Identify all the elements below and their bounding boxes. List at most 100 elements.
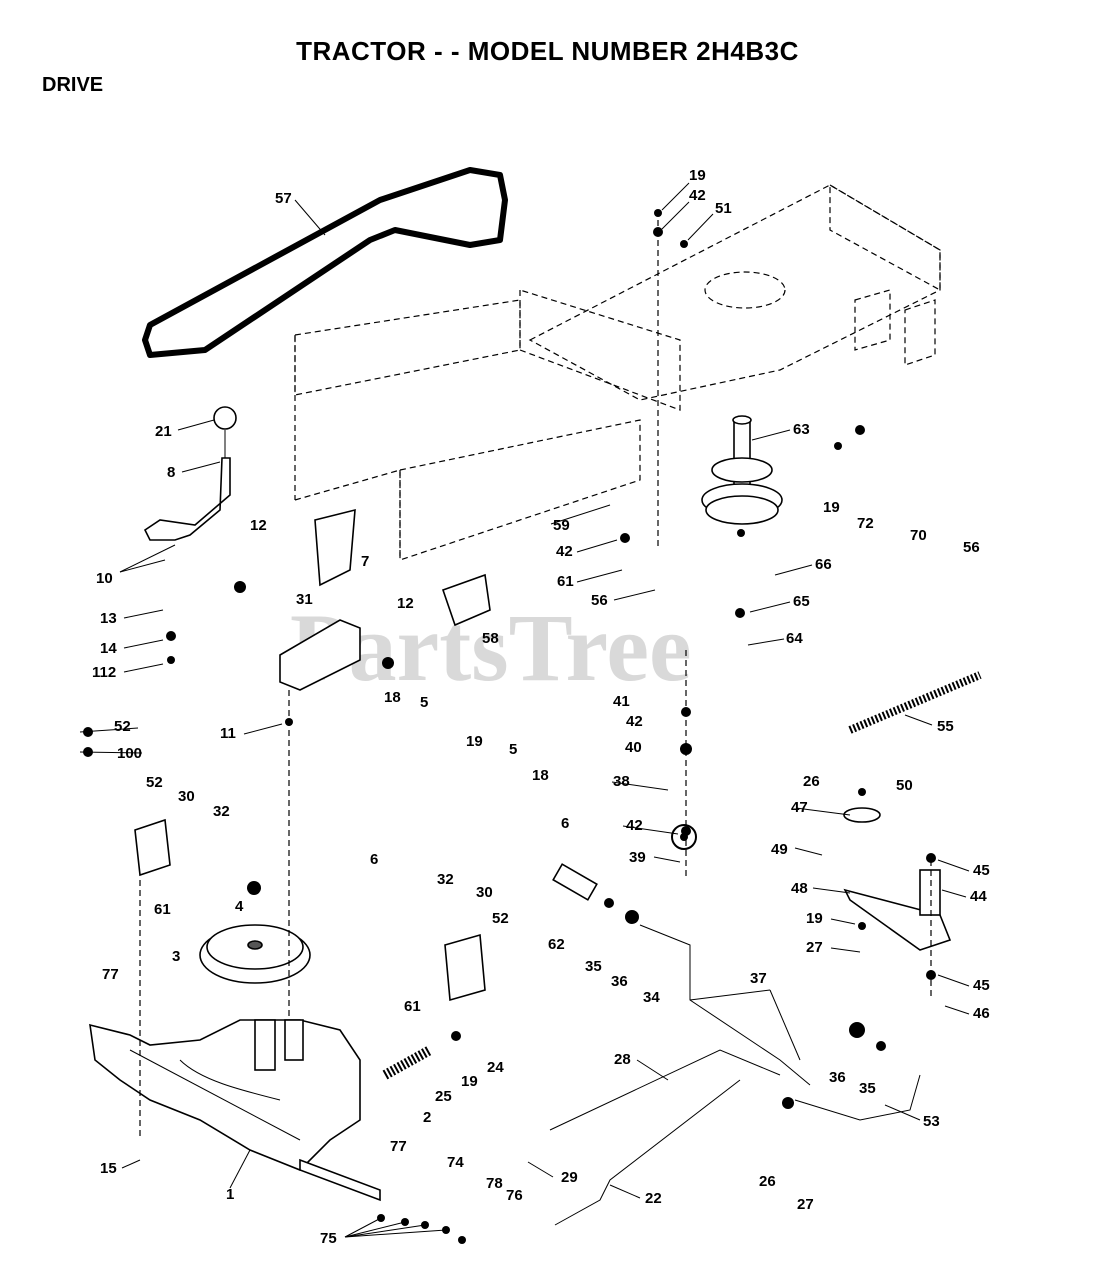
callout-72: 72: [857, 515, 874, 532]
callout-11: 11: [220, 725, 236, 742]
transmission-pulley: [199, 924, 311, 984]
callout-6: 6: [561, 815, 569, 832]
callout-41: 41: [613, 693, 630, 710]
callout-64: 64: [786, 630, 803, 647]
linkage-rods: [549, 863, 921, 1226]
callout-30: 30: [476, 884, 493, 901]
callout-42: 42: [689, 187, 706, 204]
transaxle: [89, 1019, 381, 1202]
callout-35: 35: [585, 958, 602, 975]
callout-7: 7: [361, 553, 369, 570]
callout-19: 19: [823, 499, 840, 516]
callout-78: 78: [486, 1175, 503, 1192]
callout-62: 62: [548, 936, 565, 953]
callout-19: 19: [689, 167, 706, 184]
section-label: DRIVE: [42, 74, 104, 96]
callout-24: 24: [487, 1059, 504, 1076]
callout-58: 58: [482, 630, 499, 647]
centerlines: [139, 210, 932, 1140]
callout-31: 31: [296, 591, 313, 608]
callout-42: 42: [626, 817, 643, 834]
callout-66: 66: [815, 556, 832, 573]
callout-29: 29: [561, 1169, 578, 1186]
callout-61: 61: [404, 998, 421, 1015]
callout-50: 50: [896, 777, 913, 794]
callout-57: 57: [275, 190, 292, 207]
callout-74: 74: [447, 1154, 464, 1171]
callout-27: 27: [797, 1196, 814, 1213]
callout-39: 39: [629, 849, 646, 866]
callout-19: 19: [466, 733, 483, 750]
callout-56: 56: [963, 539, 980, 556]
callout-32: 32: [213, 803, 230, 820]
callout-61: 61: [154, 901, 171, 918]
callout-labels: 57 19 42 51 21 8 63 19 72 70 56 59 42 61…: [92, 167, 990, 1247]
callout-22: 22: [645, 1190, 662, 1207]
callout-112: 112: [92, 664, 116, 681]
callout-25: 25: [435, 1088, 452, 1105]
callout-52: 52: [492, 910, 509, 927]
callout-45: 45: [973, 862, 990, 879]
callout-63: 63: [793, 421, 810, 438]
callout-52: 52: [114, 718, 131, 735]
callout-77: 77: [390, 1138, 407, 1155]
callout-18: 18: [532, 767, 549, 784]
callout-4: 4: [235, 898, 244, 915]
callout-46: 46: [973, 1005, 990, 1022]
callout-19: 19: [806, 910, 823, 927]
callout-13: 13: [100, 610, 117, 627]
callout-1: 1: [226, 1186, 234, 1203]
callout-10: 10: [96, 570, 113, 587]
callout-15: 15: [100, 1160, 117, 1177]
callout-48: 48: [791, 880, 808, 897]
callout-32: 32: [437, 871, 454, 888]
callout-61: 61: [557, 573, 574, 590]
callout-76: 76: [506, 1187, 523, 1204]
callout-26: 26: [759, 1173, 776, 1190]
callout-40: 40: [625, 739, 642, 756]
callout-14: 14: [100, 640, 117, 657]
callout-26: 26: [803, 773, 820, 790]
callout-19: 19: [461, 1073, 478, 1090]
callout-59: 59: [553, 517, 570, 534]
idler-pulley-assembly: [701, 415, 783, 525]
callout-27: 27: [806, 939, 823, 956]
callout-53: 53: [923, 1113, 940, 1130]
brackets: [134, 508, 491, 1002]
callout-38: 38: [613, 773, 630, 790]
callout-75: 75: [320, 1230, 337, 1247]
callout-36: 36: [829, 1069, 846, 1086]
callout-65: 65: [793, 593, 810, 610]
callout-3: 3: [172, 948, 180, 965]
callout-36: 36: [611, 973, 628, 990]
tractor-frame: [294, 183, 941, 561]
callout-5: 5: [509, 741, 517, 758]
callout-34: 34: [643, 989, 660, 1006]
callout-30: 30: [178, 788, 195, 805]
callout-44: 44: [970, 888, 987, 905]
callout-100: 100: [117, 745, 142, 762]
spring: [848, 671, 982, 734]
callout-37: 37: [750, 970, 767, 987]
callout-45: 45: [973, 977, 990, 994]
callout-12: 12: [250, 517, 267, 534]
callout-42: 42: [626, 713, 643, 730]
callout-55: 55: [937, 718, 954, 735]
callout-6: 6: [370, 851, 378, 868]
callout-70: 70: [910, 527, 927, 544]
page-title: TRACTOR - - MODEL NUMBER 2H4B3C: [296, 36, 799, 66]
spring-small: [382, 1045, 433, 1080]
callout-42: 42: [556, 543, 573, 560]
callout-52: 52: [146, 774, 163, 791]
callout-12: 12: [397, 595, 414, 612]
shift-lever: [143, 406, 237, 541]
callout-8: 8: [167, 464, 175, 481]
callout-35: 35: [859, 1080, 876, 1097]
callout-77: 77: [102, 966, 119, 983]
drive-belt: [142, 167, 508, 358]
leader-lines: [79, 182, 970, 1238]
callout-18: 18: [384, 689, 401, 706]
callout-56: 56: [591, 592, 608, 609]
callout-47: 47: [791, 799, 808, 816]
